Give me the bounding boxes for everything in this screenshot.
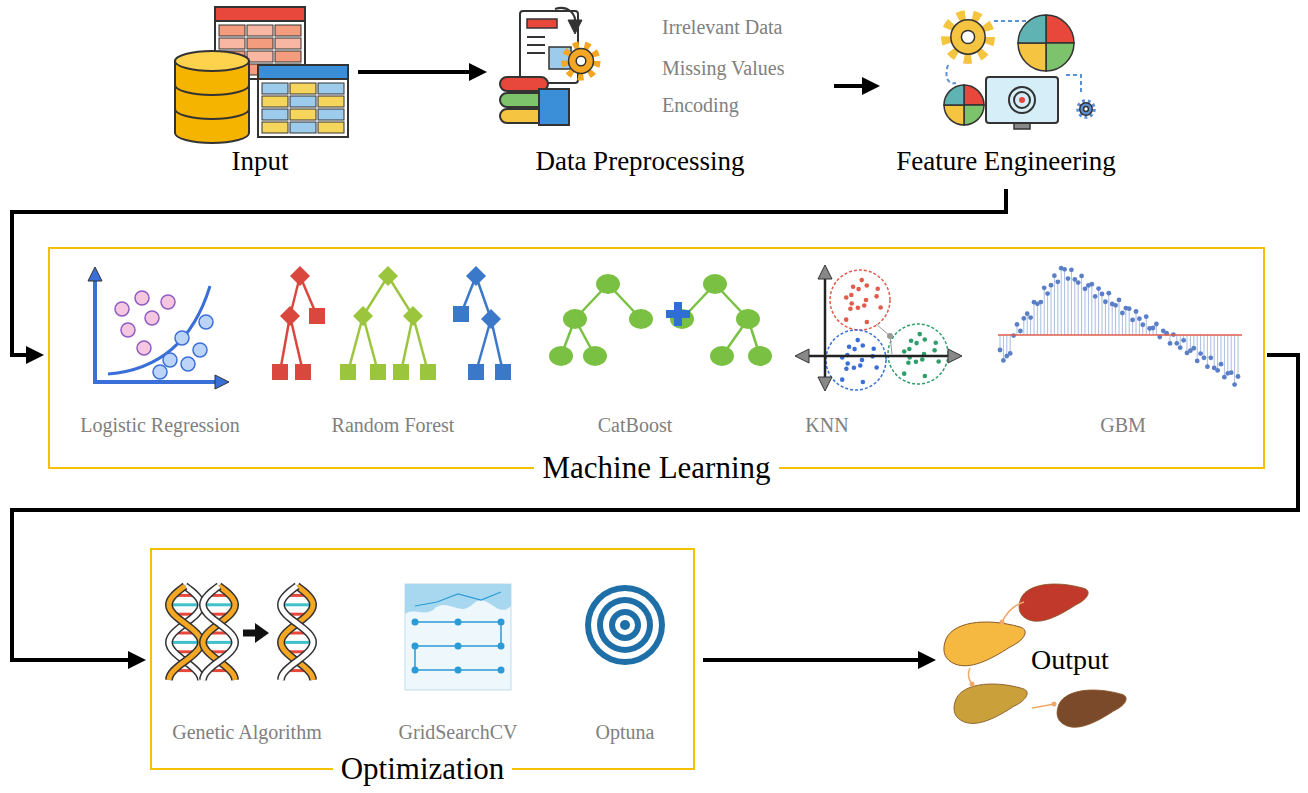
model-item: CatBoost — [520, 264, 760, 444]
method-label: KNN — [805, 414, 848, 437]
step-note: Missing Values — [662, 57, 784, 80]
stage-label: Input — [232, 146, 289, 177]
input-stage: Input — [170, 5, 350, 183]
feature-engineering-stage: Feature Engineering — [886, 5, 1126, 185]
model-item: GBM — [995, 264, 1250, 444]
model-item: KNN — [780, 264, 980, 444]
method-label: CatBoost — [598, 414, 672, 437]
step-note: Encoding — [662, 94, 739, 117]
group-title: Machine Learning — [534, 450, 778, 486]
optimizer-item: Optuna — [567, 580, 687, 755]
model-item: Random Forest — [273, 264, 513, 444]
model-item: Logistic Regression — [60, 264, 260, 444]
method-label: Optuna — [596, 721, 655, 744]
method-label: Logistic Regression — [80, 414, 239, 437]
method-label: GBM — [1100, 414, 1146, 437]
output-stage: Output — [940, 580, 1140, 740]
optimizer-item: Genetic Algorithm — [157, 580, 337, 755]
method-label: Random Forest — [332, 414, 455, 437]
stage-label: Output — [1031, 644, 1109, 676]
method-label: GridSearchCV — [399, 721, 518, 744]
method-label: Genetic Algorithm — [172, 721, 321, 744]
flow-arrow — [834, 84, 866, 88]
flow-arrow — [703, 658, 922, 662]
stage-label: Feature Engineering — [896, 146, 1116, 177]
group-title: Optimization — [333, 751, 513, 787]
flow-arrow — [358, 70, 473, 74]
optimizer-item: GridSearchCV — [377, 580, 542, 755]
step-note: Irrelevant Data — [662, 16, 782, 39]
optimization-group-box: OptimizationGenetic AlgorithmGridSearchC… — [150, 548, 695, 770]
stage-label: Data Preprocessing — [535, 146, 744, 177]
model-group-box: Machine LearningLogistic RegressionRando… — [48, 247, 1265, 469]
